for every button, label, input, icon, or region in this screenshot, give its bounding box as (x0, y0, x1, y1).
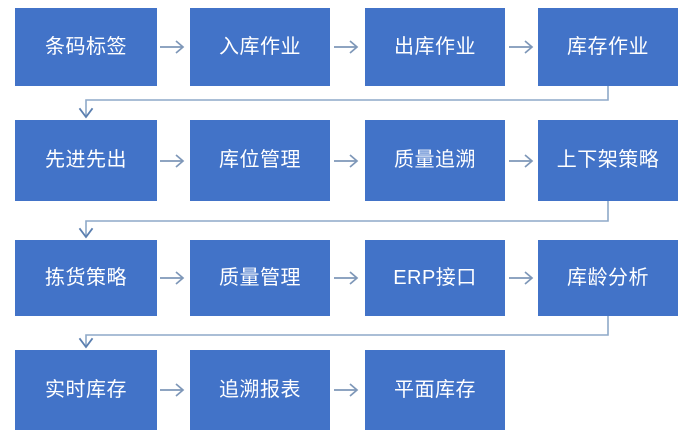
arrow-right-icon (160, 381, 188, 399)
node-label: 上下架策略 (556, 149, 660, 171)
arrow-right-icon (334, 381, 362, 399)
node-label: 拣货策略 (45, 266, 127, 289)
node-shishi-kucun[interactable]: 实时库存 (15, 350, 157, 430)
arrow-right-icon (509, 38, 537, 56)
node-erp-jiekou[interactable]: ERP接口 (365, 240, 505, 316)
node-zhiliang-zhuisu[interactable]: 质量追溯 (365, 120, 505, 201)
node-pingmian-kucun[interactable]: 平面库存 (365, 350, 505, 430)
node-xianjin-xianchu[interactable]: 先进先出 (15, 120, 157, 201)
node-chuku-zuoye[interactable]: 出库作业 (365, 8, 505, 86)
node-label: 出库作业 (394, 35, 476, 58)
arrow-right-icon (160, 269, 188, 287)
node-label: 质量追溯 (394, 149, 476, 171)
node-kucun-zuoye[interactable]: 库存作业 (538, 8, 678, 86)
node-zhiliang-guanli[interactable]: 质量管理 (190, 240, 330, 316)
arrow-right-icon (334, 38, 362, 56)
connector-row2-row3 (78, 201, 609, 239)
node-shangxiajia-celue[interactable]: 上下架策略 (538, 120, 678, 201)
arrow-right-icon (509, 269, 537, 287)
arrow-right-icon (160, 38, 188, 56)
connector-row3-row4 (78, 316, 609, 349)
node-label: 实时库存 (45, 378, 127, 401)
node-kuwei-guanli[interactable]: 库位管理 (190, 120, 330, 201)
node-label: 库位管理 (219, 149, 301, 171)
arrow-right-icon (334, 152, 362, 170)
node-jianhuo-celue[interactable]: 拣货策略 (15, 240, 157, 316)
connector-row1-row2 (78, 86, 609, 119)
node-label: 平面库存 (394, 378, 476, 401)
node-label: 库龄分析 (567, 266, 649, 289)
node-label: 先进先出 (45, 149, 127, 171)
node-tiaoma-biaoqian[interactable]: 条码标签 (15, 8, 157, 86)
node-zhuisu-baobiao[interactable]: 追溯报表 (190, 350, 330, 430)
arrow-right-icon (334, 269, 362, 287)
node-ruku-zuoye[interactable]: 入库作业 (190, 8, 330, 86)
node-kuling-fenxi[interactable]: 库龄分析 (538, 240, 678, 316)
node-label: 追溯报表 (219, 378, 301, 401)
arrow-right-icon (509, 152, 537, 170)
node-label: 质量管理 (219, 266, 301, 289)
node-label: 入库作业 (219, 35, 301, 58)
node-label: 条码标签 (45, 35, 127, 58)
arrow-right-icon (160, 152, 188, 170)
node-label: ERP接口 (393, 266, 477, 289)
node-label: 库存作业 (567, 35, 649, 58)
